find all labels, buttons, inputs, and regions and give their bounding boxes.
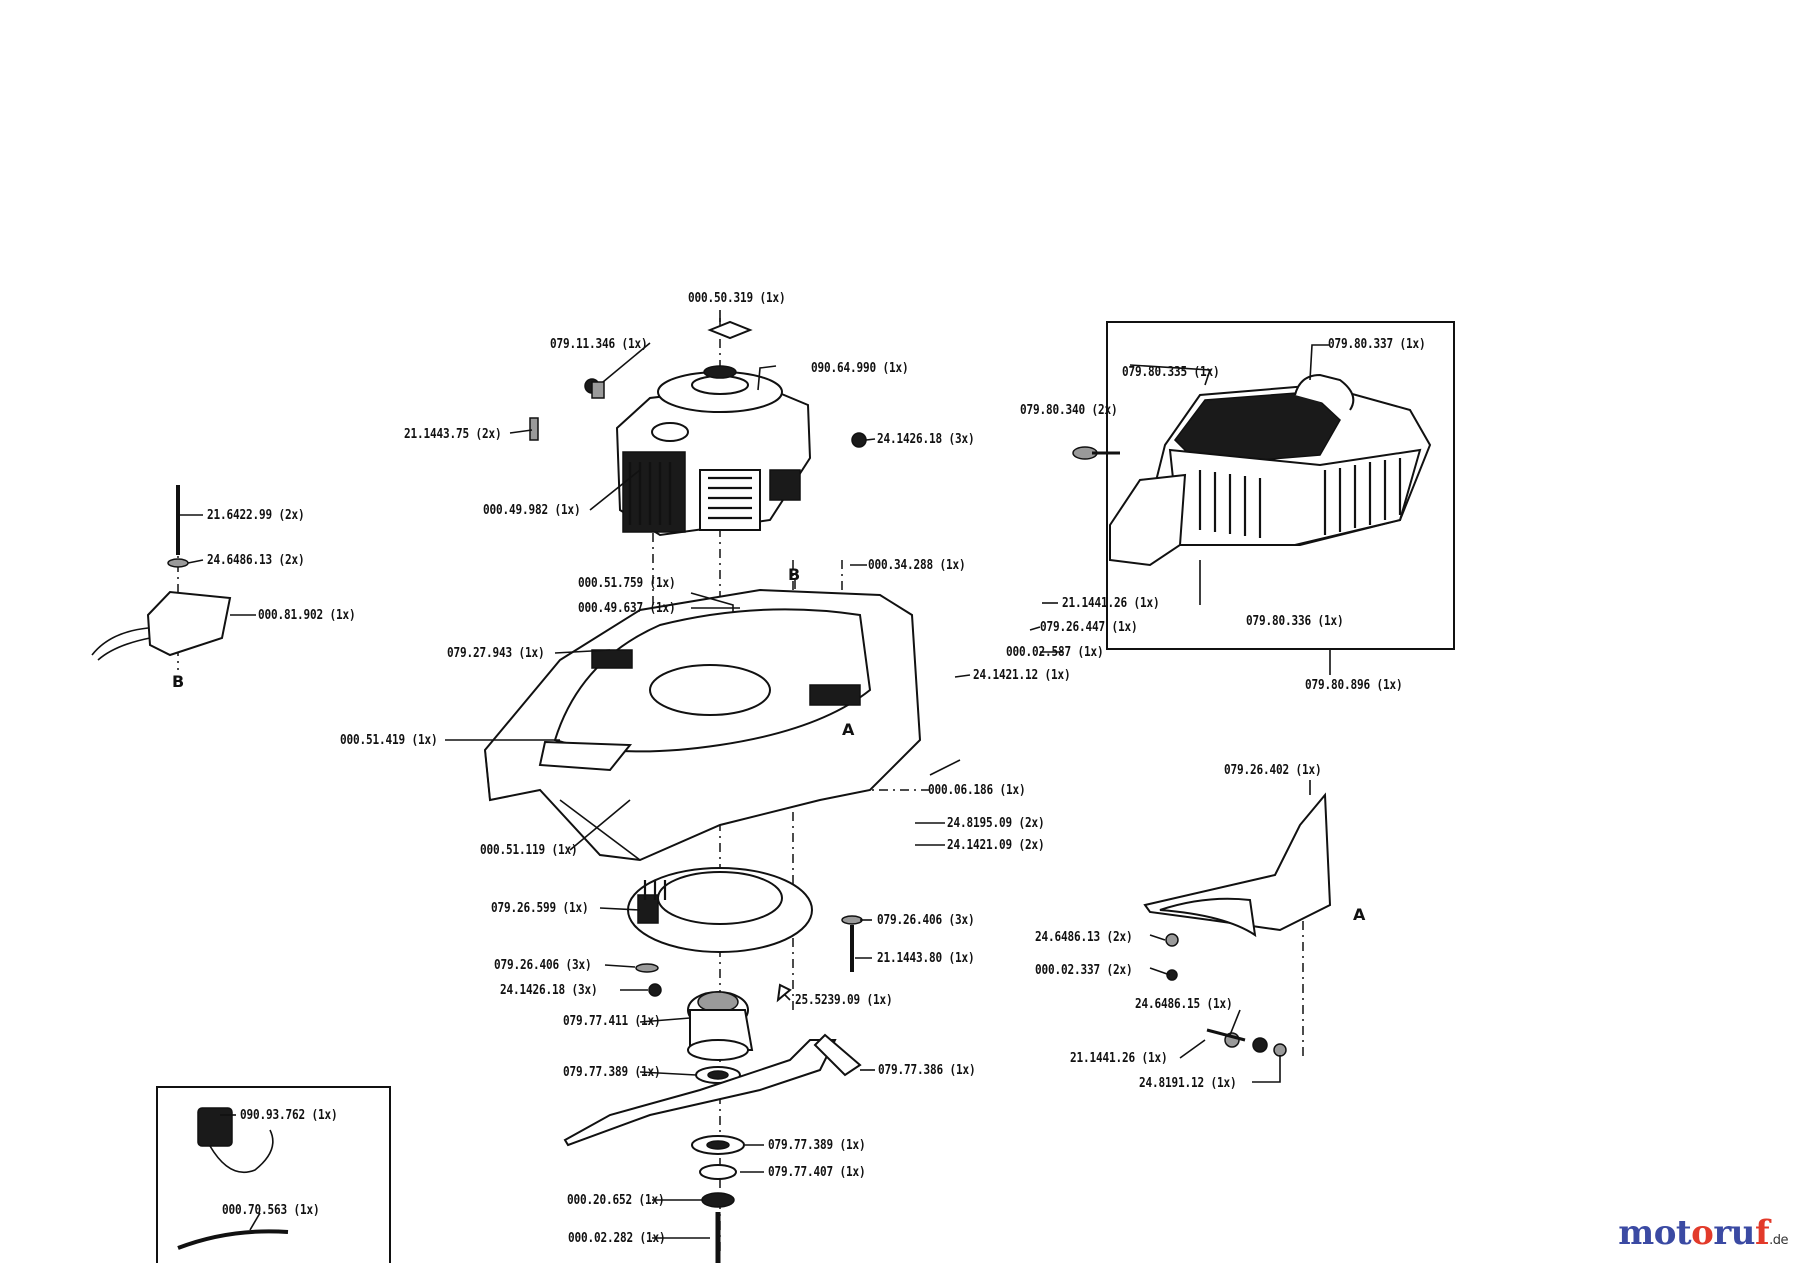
label-catcher-handle: 079.80.337 (1x) bbox=[1328, 336, 1426, 352]
blade-drawing bbox=[563, 983, 862, 1263]
label-flap-nut: 24.8191.12 (1x) bbox=[1139, 1075, 1237, 1091]
brand-suffix: .de bbox=[1769, 1233, 1788, 1248]
label-engine-cover: 090.64.990 (1x) bbox=[811, 360, 909, 376]
bracket-drawing bbox=[91, 485, 232, 661]
label-catcher-bolt: 21.1441.26 (1x) bbox=[1062, 595, 1160, 611]
label-ring-washer-right: 079.26.406 (3x) bbox=[877, 912, 975, 928]
label-axle-washer: 24.8195.09 (2x) bbox=[947, 815, 1045, 831]
label-cable: 000.51.759 (1x) bbox=[578, 575, 676, 591]
label-deck-plate: 000.49.637 (1x) bbox=[578, 600, 676, 616]
label-deck-lower: 000.51.119 (1x) bbox=[480, 842, 578, 858]
label-hub: 079.77.411 (1x) bbox=[563, 1013, 661, 1029]
deck-drawing bbox=[483, 588, 922, 862]
label-charger-cable: 000.70.563 (1x) bbox=[222, 1202, 320, 1218]
engine-drawing bbox=[529, 320, 867, 537]
marker-b-lower: B bbox=[172, 672, 185, 691]
brand-name: motoruf bbox=[1618, 1213, 1770, 1253]
label-engine: 000.49.982 (1x) bbox=[483, 502, 581, 518]
label-catcher-spacer: 079.26.447 (1x) bbox=[1040, 619, 1138, 635]
label-key: 25.5239.09 (1x) bbox=[795, 992, 893, 1008]
label-flap-assy: 079.26.402 (1x) bbox=[1224, 762, 1322, 778]
label-nut-right: 24.1426.18 (3x) bbox=[877, 431, 975, 447]
label-deck-cap: 000.34.288 (1x) bbox=[868, 557, 966, 573]
marker-a-deck: A bbox=[842, 720, 855, 739]
label-flap-washer: 24.6486.13 (2x) bbox=[1035, 929, 1133, 945]
label-bracket-bolt: 21.6422.99 (2x) bbox=[207, 507, 305, 523]
label-engine-top: 000.50.319 (1x) bbox=[688, 290, 786, 306]
label-blade-bolt: 000.02.282 (1x) bbox=[568, 1230, 666, 1246]
label-bolt-left: 21.1443.75 (2x) bbox=[404, 426, 502, 442]
label-blade-washer-bottom: 079.77.389 (1x) bbox=[768, 1137, 866, 1153]
label-bracket-box: 000.81.902 (1x) bbox=[258, 607, 356, 623]
ring-drawing bbox=[627, 867, 863, 997]
marker-b-upper: B bbox=[788, 565, 801, 584]
charger-drawing bbox=[177, 1107, 289, 1250]
label-blade: 079.77.386 (1x) bbox=[878, 1062, 976, 1078]
label-ring: 079.26.599 (1x) bbox=[491, 900, 589, 916]
label-axle-nut: 24.1421.09 (2x) bbox=[947, 837, 1045, 853]
label-flap-screw: 000.02.337 (2x) bbox=[1035, 962, 1133, 978]
label-spring-washer: 000.20.652 (1x) bbox=[567, 1192, 665, 1208]
label-ring-washer-left: 079.26.406 (3x) bbox=[494, 957, 592, 973]
marker-a-flap: A bbox=[1353, 905, 1366, 924]
label-catcher-top: 079.80.335 (1x) bbox=[1122, 364, 1220, 380]
label-ring-bolt: 21.1443.80 (1x) bbox=[877, 950, 975, 966]
label-catcher-bag: 079.80.336 (1x) bbox=[1246, 613, 1344, 629]
label-catcher-nut: 24.1421.12 (1x) bbox=[973, 667, 1071, 683]
label-bracket-washer: 24.6486.13 (2x) bbox=[207, 552, 305, 568]
label-catcher-pin: 079.80.340 (2x) bbox=[1020, 402, 1118, 418]
label-catcher-washer: 000.02.587 (1x) bbox=[1006, 644, 1104, 660]
label-deck-panel: 079.27.943 (1x) bbox=[447, 645, 545, 661]
label-ring-nut: 24.1426.18 (3x) bbox=[500, 982, 598, 998]
label-deck-main: 000.51.419 (1x) bbox=[340, 732, 438, 748]
brand-watermark: motoruf.de bbox=[1618, 1213, 1788, 1253]
flap-drawing bbox=[1143, 792, 1332, 1057]
label-screw-top: 079.11.346 (1x) bbox=[550, 336, 648, 352]
label-charger: 090.93.762 (1x) bbox=[240, 1107, 338, 1123]
label-blade-adapter: 079.77.407 (1x) bbox=[768, 1164, 866, 1180]
grass-catcher-drawing bbox=[1072, 373, 1432, 567]
label-blade-washer-top: 079.77.389 (1x) bbox=[563, 1064, 661, 1080]
label-catcher-assy: 079.80.896 (1x) bbox=[1305, 677, 1403, 693]
label-flap-bolt: 21.1441.26 (1x) bbox=[1070, 1050, 1168, 1066]
label-axle-cap: 000.06.186 (1x) bbox=[928, 782, 1026, 798]
leader-lines bbox=[178, 310, 1331, 1239]
label-flap-washer2: 24.6486.15 (1x) bbox=[1135, 996, 1233, 1012]
